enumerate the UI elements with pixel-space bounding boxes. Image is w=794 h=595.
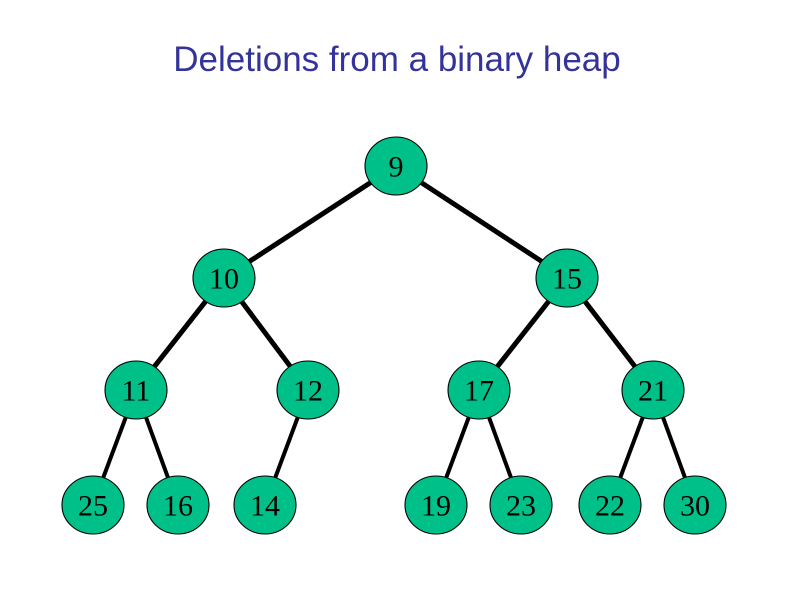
- tree-node-21[interactable]: 21: [621, 360, 685, 420]
- tree-node-circle: [447, 360, 511, 420]
- tree-edge-9-10: [246, 179, 374, 265]
- tree-edge-17-23: [486, 414, 514, 481]
- tree-node-23[interactable]: 23: [489, 475, 553, 535]
- tree-node-circle: [364, 136, 428, 196]
- tree-node-label: 11: [122, 375, 151, 408]
- tree-node-15[interactable]: 15: [535, 248, 599, 308]
- tree-node-12[interactable]: 12: [276, 360, 340, 420]
- tree-node-10[interactable]: 10: [192, 248, 256, 308]
- tree-node-label: 10: [209, 263, 239, 296]
- page-title: Deletions from a binary heap: [173, 40, 621, 79]
- tree-node-circle: [233, 475, 297, 535]
- node-layer: 9 10 15 11 12 17 21 25 16 14 19 23 22 30: [61, 136, 727, 535]
- tree-node-circle: [621, 360, 685, 420]
- tree-node-label: 23: [506, 490, 536, 523]
- tree-edge-21-22: [617, 414, 646, 481]
- tree-node-label: 21: [638, 375, 668, 408]
- tree-node-25[interactable]: 25: [61, 475, 125, 535]
- tree-node-circle: [535, 248, 599, 308]
- tree-node-label: 25: [78, 490, 108, 523]
- tree-node-30[interactable]: 30: [663, 475, 727, 535]
- tree-edge-9-15: [418, 179, 545, 265]
- tree-node-circle: [578, 475, 642, 535]
- tree-edge-21-30: [660, 414, 688, 481]
- tree-node-label: 12: [293, 375, 323, 408]
- tree-node-circle: [489, 475, 553, 535]
- tree-node-circle: [276, 360, 340, 420]
- tree-node-label: 19: [421, 490, 451, 523]
- tree-node-11[interactable]: 11: [104, 360, 168, 420]
- tree-node-label: 30: [680, 490, 710, 523]
- tree-node-16[interactable]: 16: [146, 475, 210, 535]
- tree-node-label: 22: [595, 490, 625, 523]
- tree-edge-15-17: [494, 298, 552, 370]
- tree-node-label: 16: [163, 490, 193, 523]
- tree-edge-12-14: [272, 414, 301, 481]
- tree-node-circle: [61, 475, 125, 535]
- tree-node-19[interactable]: 19: [404, 475, 468, 535]
- tree-edge-10-12: [238, 298, 294, 370]
- tree-node-circle: [663, 475, 727, 535]
- tree-node-label: 17: [464, 375, 494, 408]
- tree-node-label: 15: [552, 263, 582, 296]
- tree-node-label: 14: [250, 490, 280, 523]
- tree-node-circle: [192, 248, 256, 308]
- tree-node-14[interactable]: 14: [233, 475, 297, 535]
- tree-edge-11-16: [143, 414, 171, 481]
- tree-node-label: 9: [389, 151, 404, 184]
- tree-edge-10-11: [151, 298, 209, 370]
- tree-node-circle: [404, 475, 468, 535]
- tree-edge-11-25: [100, 414, 129, 481]
- tree-node-17[interactable]: 17: [447, 360, 511, 420]
- tree-node-circle: [146, 475, 210, 535]
- tree-node-22[interactable]: 22: [578, 475, 642, 535]
- edge-layer: [100, 179, 688, 481]
- tree-edge-15-21: [581, 298, 639, 370]
- tree-edge-17-19: [443, 414, 472, 481]
- tree-node-9[interactable]: 9: [364, 136, 428, 196]
- tree-node-circle: [104, 360, 168, 420]
